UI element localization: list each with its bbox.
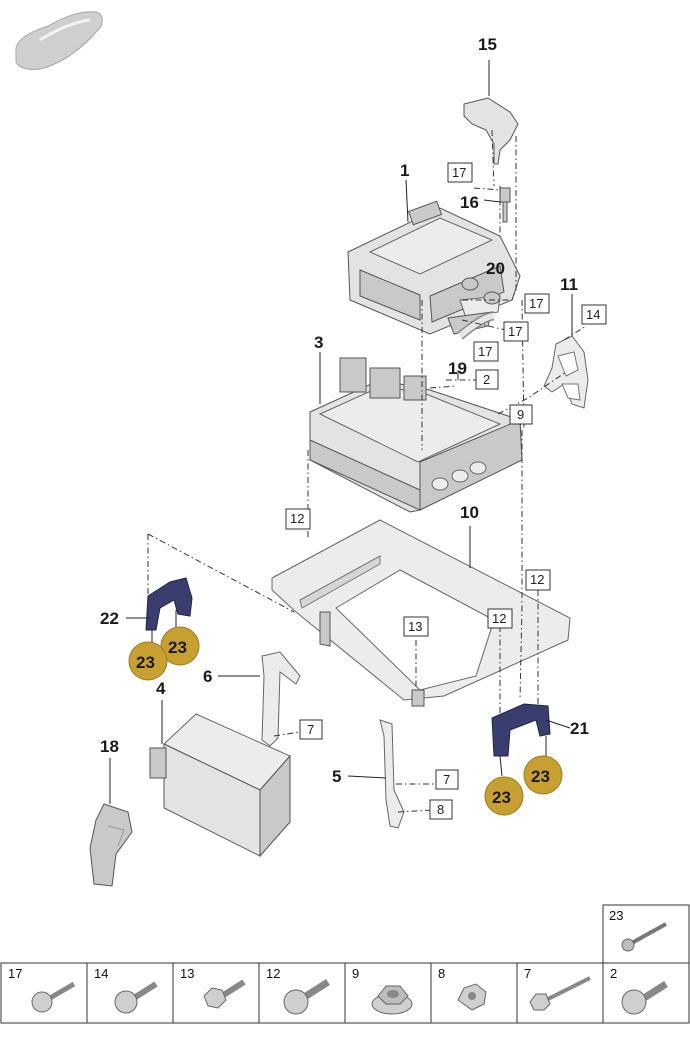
- flange-nut-9-icon: [371, 985, 413, 1015]
- callout-21: 21: [570, 719, 589, 738]
- callout-5: 5: [332, 767, 341, 786]
- callout-1: 1: [400, 161, 409, 180]
- bolt-12-icon: [283, 979, 330, 1015]
- callout-11: 11: [560, 275, 578, 294]
- box-17-lower: 17: [478, 344, 492, 359]
- callout-16: 16: [460, 193, 479, 212]
- box-12-right: 12: [530, 572, 544, 587]
- callout-4: 4: [156, 679, 166, 698]
- part-4-control-unit: [149, 713, 291, 858]
- bolt-13-icon: [203, 979, 246, 1009]
- assembly-lines: [147, 129, 587, 813]
- box-17-right-b: 17: [508, 324, 522, 339]
- fastener-cell-12-label: 12: [266, 966, 280, 981]
- car-silhouette-icon: [15, 11, 103, 70]
- callout-18: 18: [100, 737, 119, 756]
- fastener-table: 23 17 14 13 12 9 8 7 2: [0, 904, 690, 1024]
- callout-19: 19: [448, 359, 467, 378]
- badge-23-a: [160, 626, 200, 666]
- part-15-cover: [463, 97, 519, 165]
- box-9: 9: [517, 407, 524, 422]
- part-22-bracket: [145, 577, 193, 631]
- badge-23-c: [523, 755, 563, 795]
- callout-3: 3: [314, 333, 323, 352]
- fastener-cell-14-label: 14: [94, 966, 108, 981]
- fastener-cell-13-label: 13: [180, 966, 194, 981]
- fastener-cell-7-label: 7: [524, 966, 531, 981]
- svg-text:23: 23: [136, 653, 155, 672]
- callout-15: 15: [478, 35, 497, 54]
- part-10-frame: [271, 519, 571, 707]
- fastener-cell-9-label: 9: [352, 966, 359, 981]
- bolt-14-icon: [114, 981, 158, 1014]
- callout-6: 6: [203, 667, 212, 686]
- callout-10: 10: [460, 503, 479, 522]
- svg-text:23: 23: [531, 767, 550, 786]
- box-7-left: 7: [307, 722, 314, 737]
- part-18-cover: [89, 803, 133, 887]
- part-11-bracket: [543, 335, 589, 409]
- fastener-cell-17-label: 17: [8, 966, 22, 981]
- part-16-bolt: [499, 187, 511, 223]
- fastener-cell-8-label: 8: [438, 966, 445, 981]
- box-14: 14: [586, 307, 600, 322]
- svg-text:23: 23: [492, 788, 511, 807]
- bolt-7-icon: [529, 976, 591, 1011]
- badges-23: 23 23 23 23: [128, 610, 563, 816]
- bolt-23-icon: [621, 922, 667, 952]
- leader-lines: [109, 60, 573, 804]
- box-7-right: 7: [443, 772, 450, 787]
- screw-17-icon: [31, 981, 76, 1013]
- fastener-cell-2-label: 2: [610, 966, 617, 981]
- badge-23-d: [484, 776, 524, 816]
- box-13: 13: [408, 619, 422, 634]
- box-17-top: 17: [452, 165, 466, 180]
- part-21-bracket: [491, 703, 551, 757]
- box-17-right-a: 17: [529, 296, 543, 311]
- nut-8-icon: [457, 983, 487, 1011]
- boxed-references: 17 17 17 17 14 2 9 12 12 12 13 7 7 8: [285, 162, 607, 820]
- box-12-mid: 12: [492, 611, 506, 626]
- part-5-bracket: [379, 719, 405, 829]
- fastener-cell-23-label: 23: [609, 908, 623, 923]
- part-3-housing: [309, 357, 523, 513]
- bolt-2-icon: [621, 981, 668, 1015]
- badge-23-b: [128, 641, 168, 681]
- callout-20: 20: [486, 259, 505, 278]
- callout-numbers: 15 1 16 20 11 3 19 10 22 6 4 21 18 5: [100, 35, 589, 786]
- callout-22: 22: [100, 609, 119, 628]
- svg-text:23: 23: [168, 638, 187, 657]
- part-6-bracket: [261, 651, 301, 747]
- part-19-tube: [457, 311, 495, 340]
- box-2: 2: [483, 372, 490, 387]
- box-8: 8: [437, 802, 444, 817]
- box-12-left: 12: [290, 511, 304, 526]
